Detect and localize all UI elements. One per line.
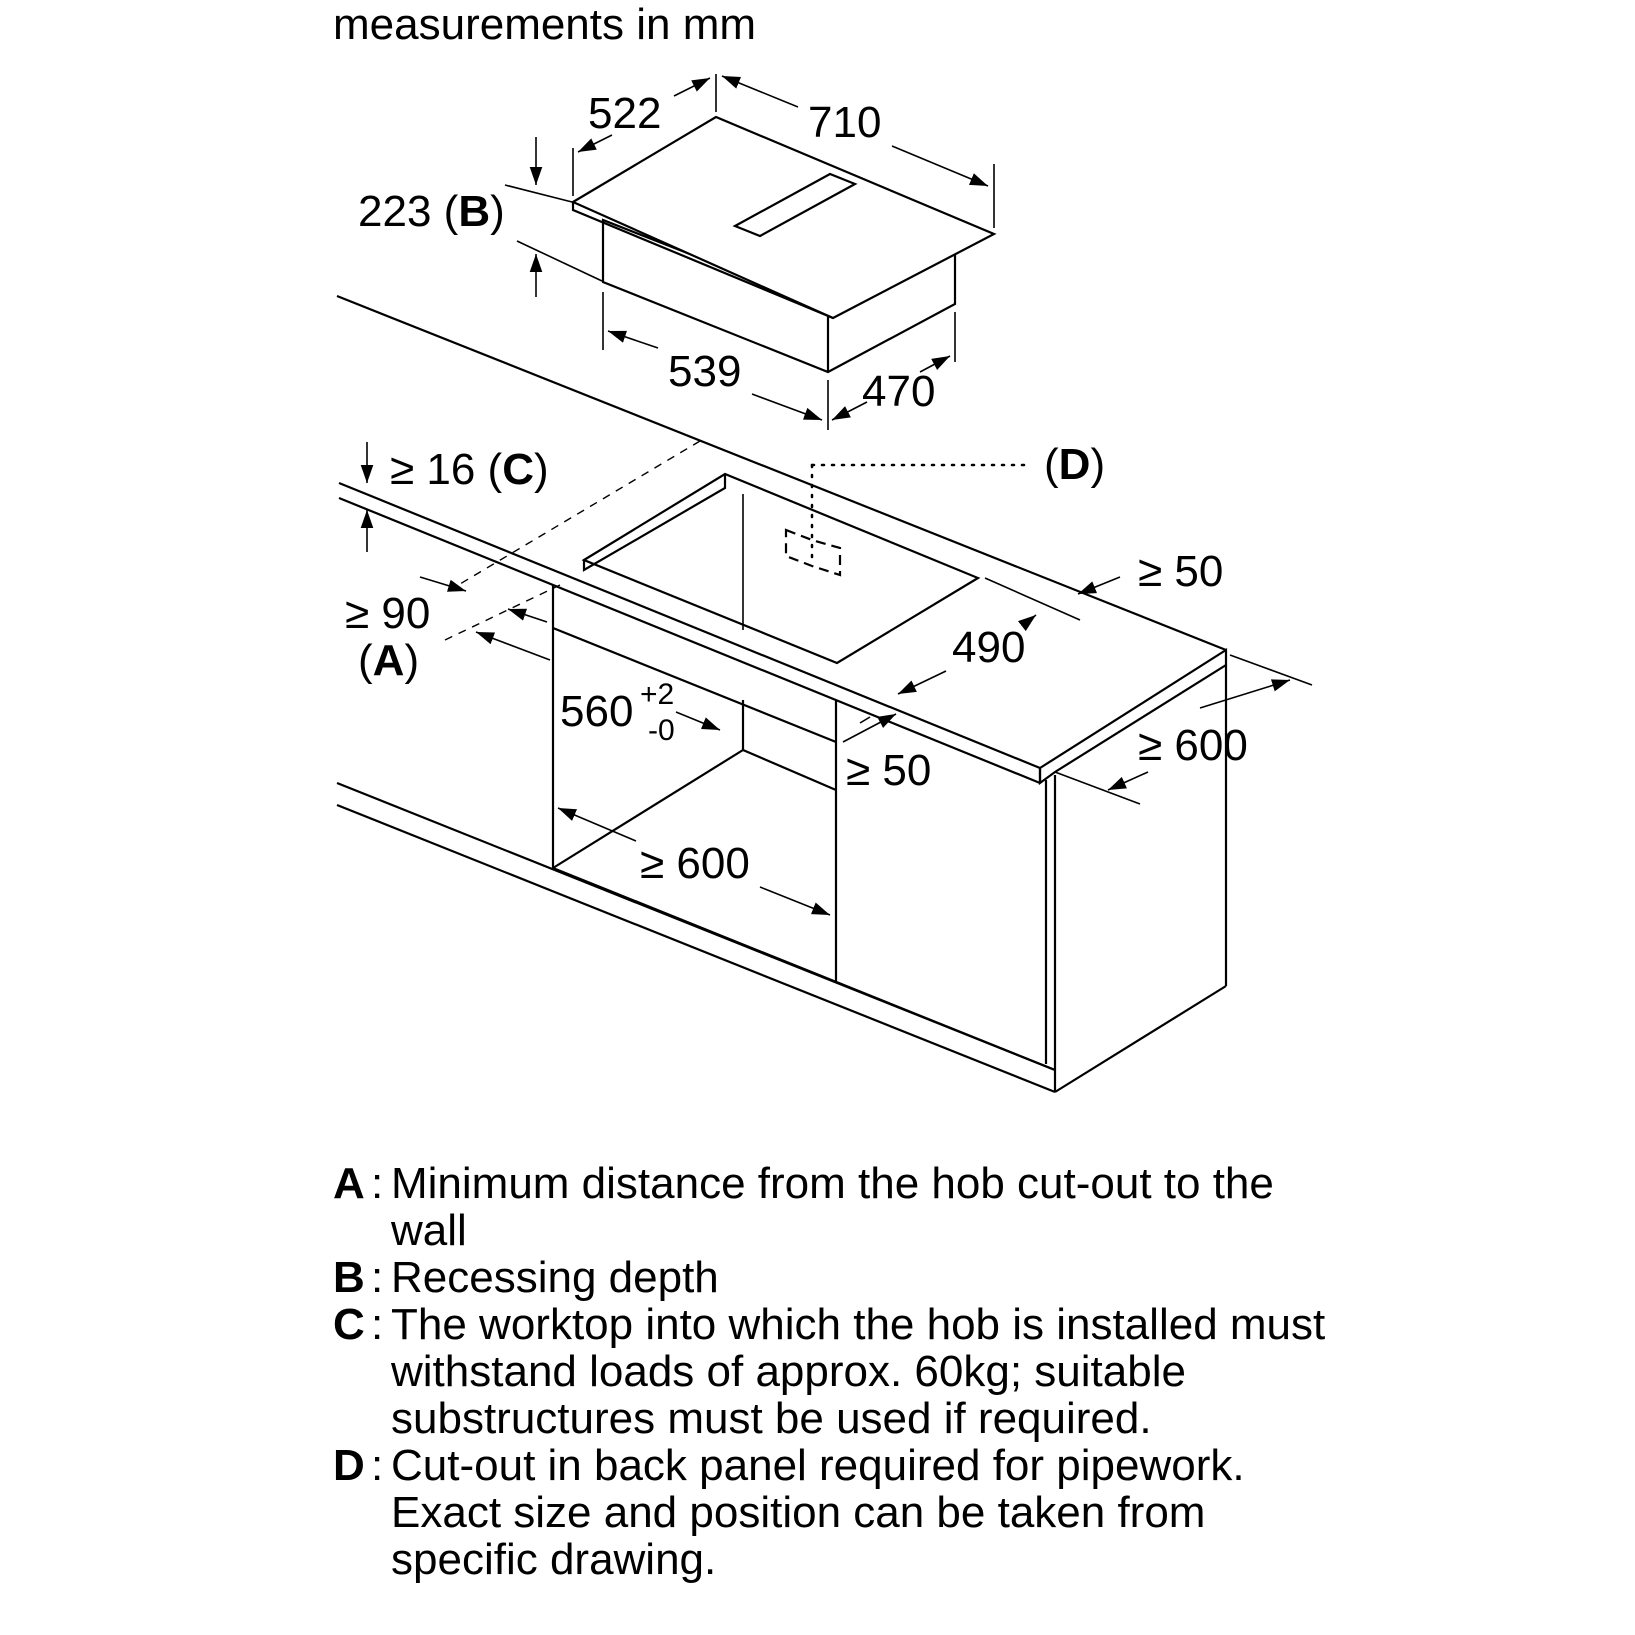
right-side-clearance-label: ≥ 50 bbox=[1138, 547, 1223, 596]
cutout-tolerance-plus: +2 bbox=[640, 678, 674, 711]
worktop-dimensions bbox=[360, 442, 1313, 916]
legend-key: A bbox=[333, 1159, 365, 1208]
legend-item-d: D: Cut-out in back panel required for pi… bbox=[333, 1442, 1353, 1583]
hob-width-label: 710 bbox=[808, 98, 881, 147]
cabinet-width-label: ≥ 600 bbox=[640, 839, 750, 888]
legend-text: Minimum distance from the hob cut-out to… bbox=[391, 1159, 1274, 1255]
hob-extractor-slot bbox=[732, 172, 858, 238]
hob-drawing bbox=[570, 115, 997, 374]
hob-depth-label: 522 bbox=[588, 89, 661, 138]
back-panel-cutout bbox=[784, 528, 842, 577]
hob-base-width-label: 539 bbox=[668, 347, 741, 396]
legend-key: B bbox=[333, 1253, 365, 1302]
worktop-thickness-label: ≥ 16 (C) bbox=[390, 445, 549, 494]
legend-text: The worktop into which the hob is instal… bbox=[391, 1300, 1326, 1443]
legend-item-c: C: The worktop into which the hob is ins… bbox=[333, 1301, 1353, 1442]
legend: A: Minimum distance from the hob cut-out… bbox=[333, 1160, 1353, 1583]
hob-base-depth-label: 470 bbox=[862, 367, 935, 416]
legend-text: Cut-out in back panel required for pipew… bbox=[391, 1441, 1245, 1584]
hob-dimensions bbox=[504, 74, 995, 430]
recessing-depth-label: 223 (B) bbox=[358, 187, 505, 236]
legend-item-a: A: Minimum distance from the hob cut-out… bbox=[333, 1160, 1353, 1254]
worktop-drawing bbox=[336, 294, 1228, 1094]
wall-distance-ref-label: (A) bbox=[358, 636, 419, 685]
back-panel-ref-label: (D) bbox=[1044, 440, 1105, 489]
front-clearance-label: ≥ 50 bbox=[846, 746, 931, 795]
units-note: measurements in mm bbox=[333, 0, 757, 49]
wall-distance-label: ≥ 90 bbox=[345, 589, 430, 638]
cutout-tolerance-minus: -0 bbox=[648, 714, 675, 747]
legend-text: Recessing depth bbox=[391, 1253, 719, 1302]
installation-diagram: 522 710 223 (B) 539 470 ≥ 16 (C) (D) ≥ 9… bbox=[336, 74, 1313, 1094]
cutout-width-label: 560 bbox=[560, 687, 633, 736]
legend-item-b: B: Recessing depth bbox=[333, 1254, 1353, 1301]
hob-cutout bbox=[581, 472, 981, 665]
legend-key: D bbox=[333, 1441, 365, 1490]
legend-key: C bbox=[333, 1300, 365, 1349]
worktop-depth-label: ≥ 600 bbox=[1138, 721, 1248, 770]
cutout-depth-label: 490 bbox=[952, 623, 1025, 672]
